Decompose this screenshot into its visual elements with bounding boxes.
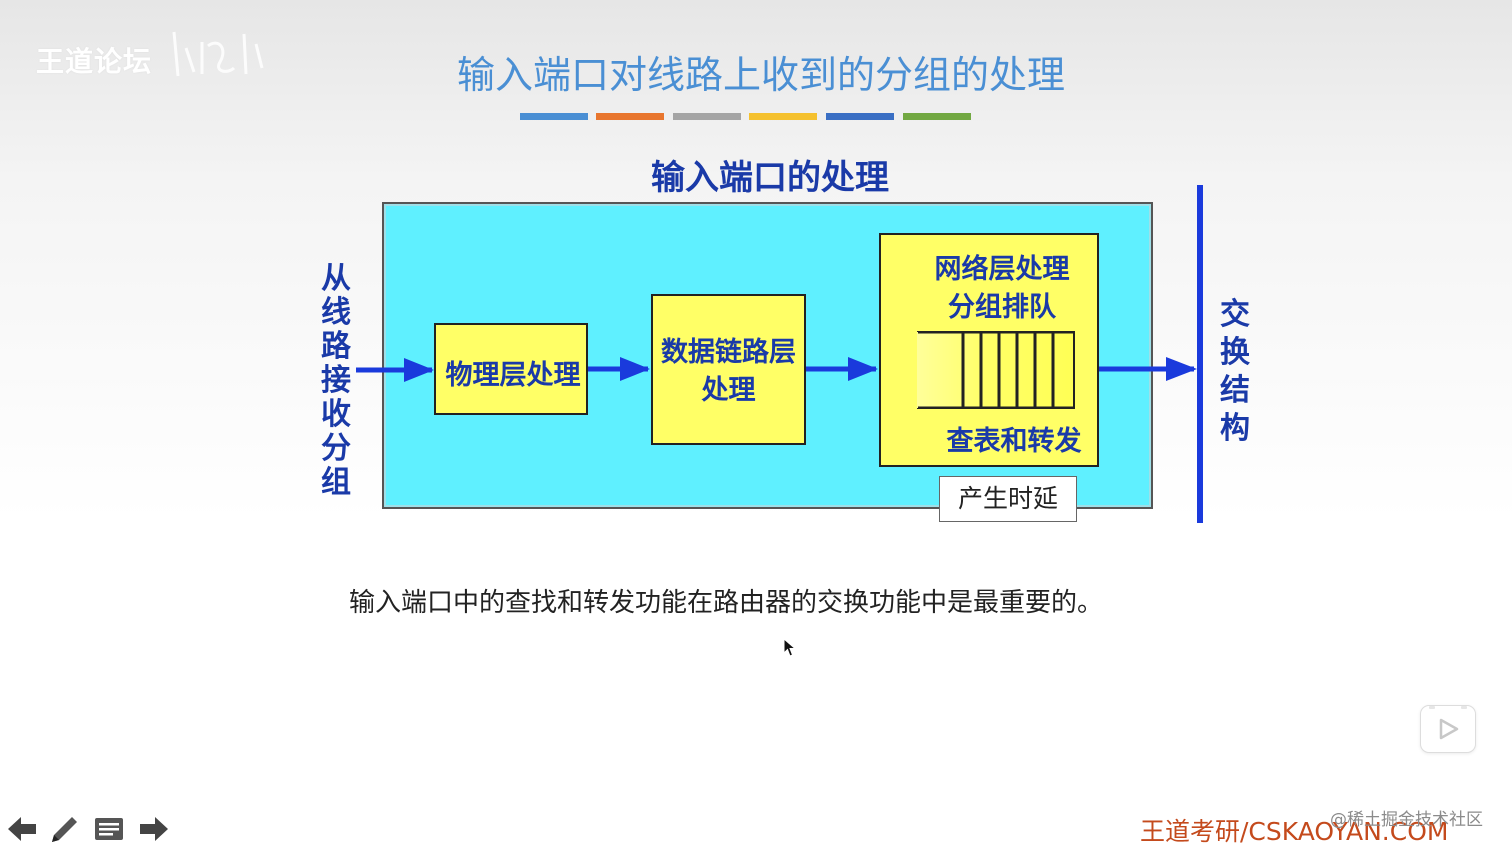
switch-fabric-char: 构 [1220, 411, 1250, 446]
data-link-layer-text: 数据链路层 处理 [651, 334, 806, 410]
delay-label: 产生时延 [939, 476, 1077, 522]
brand-footer: 王道考研/CSKAOYAN.COM [1140, 817, 1449, 846]
line-input-char: 从 [321, 261, 351, 296]
pen-icon[interactable] [48, 812, 82, 846]
line-input-char: 路 [321, 329, 351, 364]
line-input-char: 分 [321, 431, 351, 466]
diagram-title: 输入端口的处理 [651, 158, 889, 198]
line-input-char: 线 [321, 295, 351, 330]
mouse-cursor-icon [783, 638, 797, 657]
watermark-decoration [172, 31, 264, 77]
color-bar-darkblue [826, 113, 894, 120]
arrowhead-network-to-switch [1166, 357, 1197, 381]
network-layer-label: 网络层处理 [934, 254, 1070, 285]
line-input-char: 组 [321, 465, 351, 500]
data-link-layer-label: 数据链路层 [661, 337, 796, 368]
switch-fabric-char: 换 [1220, 335, 1250, 370]
network-layer-label: 分组排队 [948, 292, 1056, 323]
color-bar-blue [520, 113, 588, 120]
network-layer-text: 网络层处理 分组排队 [911, 251, 1093, 327]
switch-fabric-line [1197, 185, 1203, 523]
play-button[interactable] [1420, 705, 1476, 753]
color-bar-gray [673, 113, 741, 120]
line-input-char: 接 [321, 363, 351, 398]
lookup-forward-label: 查表和转发 [946, 426, 1082, 457]
arrow-right-icon[interactable] [136, 812, 170, 846]
community-watermark: @稀土掘金技术社区 [1330, 810, 1483, 830]
switch-fabric-char: 交 [1220, 297, 1250, 332]
color-bar-green [903, 113, 971, 120]
arrow-left-icon[interactable] [6, 812, 40, 846]
line-input-char: 收 [321, 397, 351, 432]
physical-layer-box: 物理层处理 [434, 323, 588, 415]
switch-fabric-label: 交 换 结 构 [1217, 296, 1253, 448]
switch-fabric-char: 结 [1220, 373, 1250, 408]
play-icon [1429, 706, 1467, 740]
color-bar-yellow [749, 113, 817, 120]
physical-layer-label: 物理层处理 [445, 360, 581, 391]
menu-icon[interactable] [92, 812, 126, 846]
packet-queue [917, 331, 1075, 409]
slide-caption: 输入端口中的查找和转发功能在路由器的交换功能中是最重要的。 [348, 588, 1103, 618]
network-layer-box: 网络层处理 分组排队 查表和转发 [879, 233, 1099, 467]
watermark-logo: 王道论坛 [36, 45, 153, 78]
slide-title: 输入端口对线路上收到的分组的处理 [456, 53, 1065, 97]
data-link-layer-label: 处理 [701, 375, 756, 406]
data-link-layer-box: 数据链路层 处理 [651, 294, 806, 445]
line-input-label: 从 线 路 接 收 分 组 [318, 262, 354, 500]
color-bar-orange [596, 113, 664, 120]
